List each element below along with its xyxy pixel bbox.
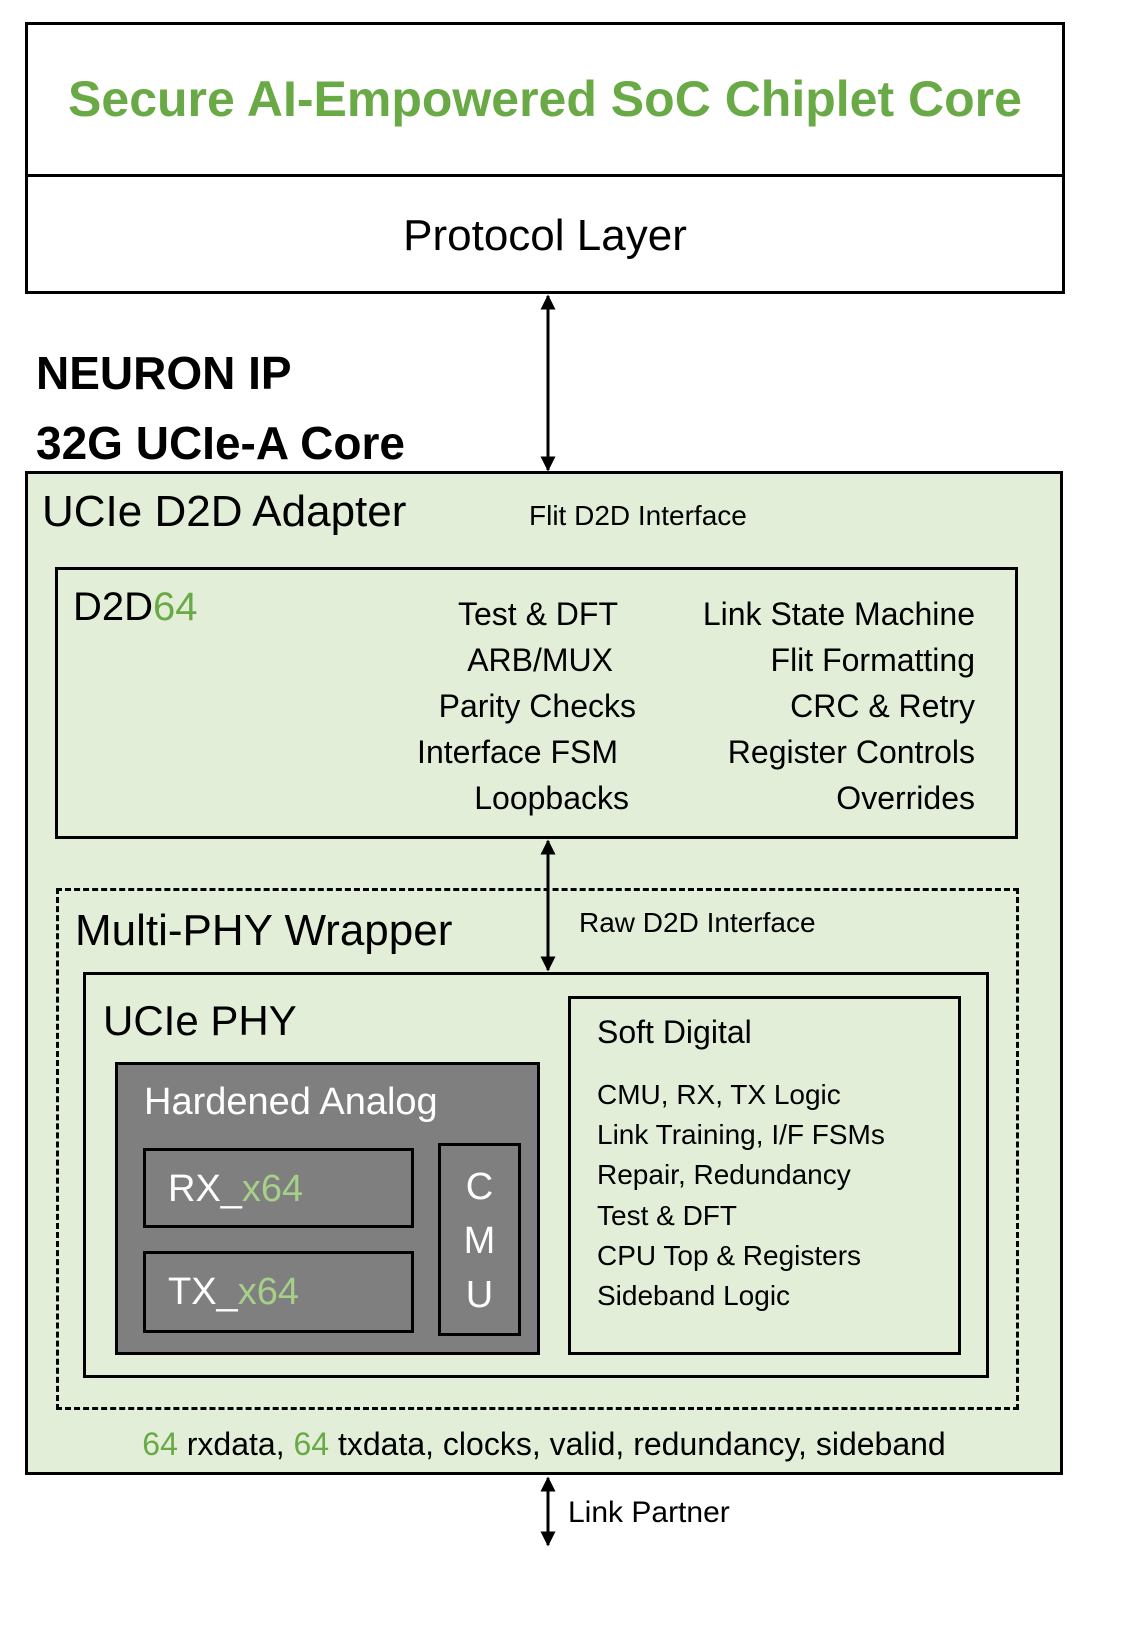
hardened-analog-title: Hardened Analog (144, 1081, 438, 1123)
protocol-layer-label: Protocol Layer (403, 211, 687, 260)
link-partner-label: Link Partner (568, 1496, 730, 1529)
tx-count: 64 (293, 1426, 330, 1462)
flit-interface-label: Flit D2D Interface (529, 500, 747, 531)
d2d64-title: D2D64 (73, 587, 198, 627)
adapter-title: UCIe D2D Adapter (42, 487, 407, 536)
cmu-letter: M (463, 1220, 496, 1262)
top-divider (25, 174, 1065, 177)
d2d-title-prefix: D2D (73, 585, 154, 629)
d2d-title-suffix: 64 (153, 585, 198, 629)
wrapper-title: Multi-PHY Wrapper (75, 906, 453, 955)
tx-prefix: TX_ (168, 1271, 238, 1313)
soft-digital-item: Link Training, I/F FSMs (597, 1119, 885, 1150)
d2d-feature-right: Overrides (836, 780, 975, 816)
cmu-letter: C (465, 1166, 494, 1208)
d2d-feature-left: Parity Checks (438, 688, 636, 724)
rx-data-label: rxdata, (177, 1426, 294, 1462)
d2d-feature-left: Test & DFT (457, 596, 618, 632)
soft-digital-block (568, 996, 961, 1355)
soc-chiplet-core-block (25, 22, 1065, 294)
d2d-feature-right: Flit Formatting (770, 642, 975, 678)
rx-label: RX_x64 (168, 1170, 303, 1208)
rx-suffix: x64 (241, 1168, 304, 1210)
tx-label: TX_x64 (168, 1273, 299, 1311)
tx-suffix: x64 (237, 1271, 299, 1313)
rx-prefix: RX_ (168, 1168, 242, 1210)
soft-digital-title: Soft Digital (597, 1014, 752, 1050)
signals-label: 64 rxdata, 64 txdata, clocks, valid, red… (25, 1428, 1063, 1460)
d2d-feature-left: Interface FSM (417, 734, 618, 770)
soft-digital-item: CPU Top & Registers (597, 1240, 862, 1271)
d2d-feature-right: Link State Machine (702, 596, 975, 632)
rx-x64-block (143, 1148, 414, 1228)
core-title-line1: NEURON IP (36, 347, 292, 399)
d2d-feature-left: Loopbacks (474, 780, 629, 816)
d2d-feature-right: Register Controls (727, 734, 975, 770)
cmu-block (438, 1143, 521, 1336)
rx-count: 64 (142, 1426, 178, 1462)
ucie-phy-block (83, 972, 989, 1378)
soft-digital-item: Test & DFT (597, 1200, 738, 1231)
soft-digital-item: Repair, Redundancy (597, 1159, 851, 1190)
multi-phy-wrapper-block (56, 888, 1019, 1410)
d2d64-block (55, 567, 1018, 839)
d2d-feature-left: ARB/MUX (467, 642, 613, 678)
soc-title: Secure AI-Empowered SoC Chiplet Core (68, 71, 1022, 127)
soft-digital-item: Sideband Logic (597, 1280, 791, 1311)
d2d-feature-right: CRC & Retry (790, 688, 975, 724)
cmu-letter: U (465, 1274, 494, 1316)
phy-title: UCIe PHY (103, 997, 297, 1044)
raw-interface-label: Raw D2D Interface (579, 907, 816, 938)
tx-x64-block (143, 1251, 414, 1333)
core-title-line2: 32G UCIe-A Core (36, 417, 405, 469)
soft-digital-item: CMU, RX, TX Logic (597, 1079, 841, 1110)
signals-rest: txdata, clocks, valid, redundancy, sideb… (329, 1426, 946, 1462)
